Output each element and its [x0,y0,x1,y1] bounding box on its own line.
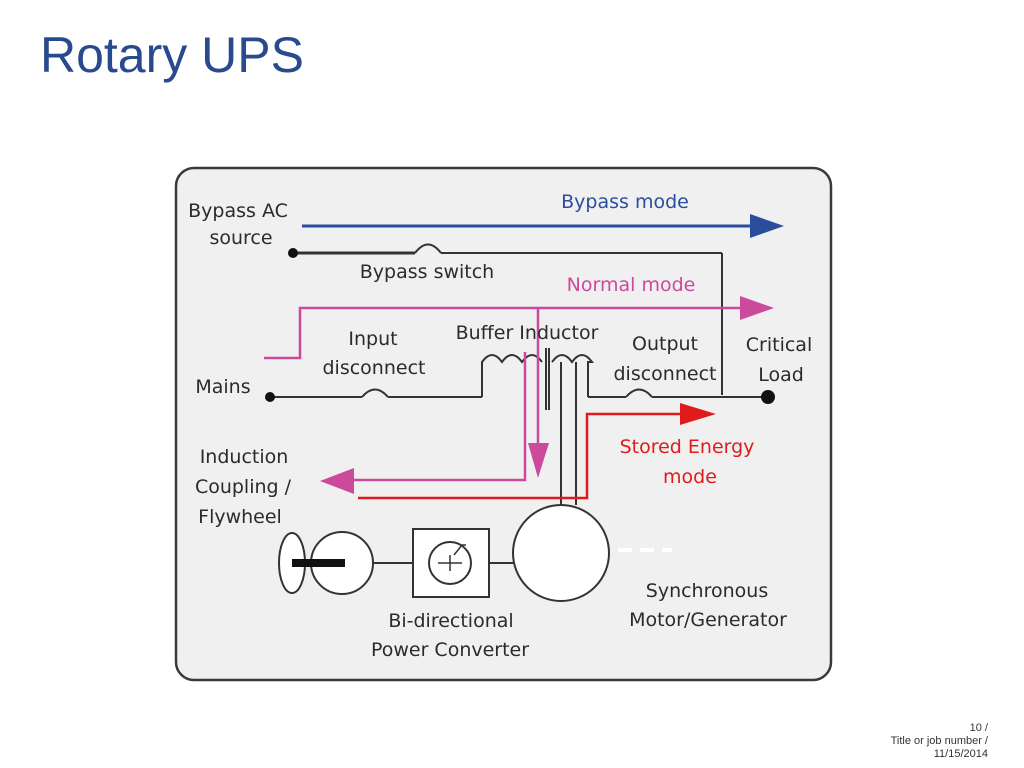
flywheel [278,531,374,595]
critical-load-label: Critical [746,334,812,356]
bypass-ac-source-label: Bypass AC [188,200,288,222]
converter-label-2: Power Converter [371,639,529,661]
normal-mode-label: Normal mode [567,274,696,296]
motor-generator-label-2: Motor/Generator [629,609,787,631]
slide-title: Rotary UPS [40,27,304,83]
induction-coupling-label-2: Coupling / [195,476,292,498]
normal-mode-arrowhead [740,296,774,320]
bypass-ac-source-label-2: source [209,227,272,249]
critical-load-label-2: Load [758,364,804,386]
induction-arrowhead [320,468,354,494]
stored-energy-mode-label: Stored Energy [620,436,755,458]
induction-coupling-label-3: Flywheel [198,506,282,528]
stored-energy-mode-label-2: mode [663,466,717,488]
mains-label: Mains [195,376,250,398]
motor-generator-label: Synchronous [646,580,768,602]
buffer-inductor-label: Buffer Inductor [456,322,599,344]
bypass-switch-symbol [414,243,442,254]
bypass-mode-path [302,214,784,238]
bypass-terminal [288,248,298,258]
bypass-switch-label: Bypass switch [360,261,494,283]
critical-load-terminal [761,390,775,404]
induction-coupling-label: Induction [200,446,289,468]
footer-date: 11/15/2014 [933,748,988,760]
input-disconnect-label: Input [348,328,397,350]
buffer-inductor-coil [481,354,543,397]
buffer-inductor-coil-2 [551,354,594,397]
normal-mode-down-arrowhead [528,443,549,478]
wiring [270,243,768,598]
slide-footer: 10 / Title or job number / 11/15/2014 [891,722,988,761]
normal-mode-path [264,296,774,494]
stored-energy-arrowhead [680,403,716,425]
output-disconnect-symbol [625,388,653,398]
output-disconnect-label: Output [632,333,698,355]
bypass-mode-arrowhead [750,214,784,238]
converter-label: Bi-directional [388,610,513,632]
synchronous-motor-generator [512,504,610,602]
mains-terminal [265,392,275,402]
stored-energy-mode-path [358,403,716,500]
bypass-mode-label: Bypass mode [561,191,689,213]
output-disconnect-label-2: disconnect [614,363,717,385]
page-number: 10 / [969,722,988,734]
diagram-frame [174,166,833,682]
input-disconnect-symbol [361,388,389,398]
job-number: Title or job number / [890,735,988,747]
input-disconnect-label-2: disconnect [323,357,426,379]
